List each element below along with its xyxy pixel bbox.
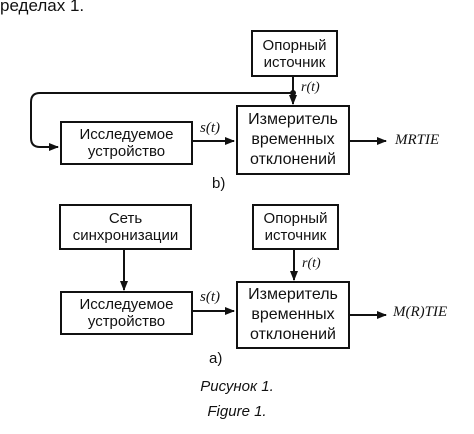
- a-signal-s-label: s(t): [200, 289, 220, 305]
- b-reference-source-box: Опорный источник: [251, 30, 338, 77]
- b-time-deviation-meter-box: Измеритель временных отклонений: [236, 105, 350, 175]
- a-signal-r-label: r(t): [302, 256, 321, 271]
- caption-english: Figure 1.: [207, 403, 267, 420]
- a-reference-source-line-2: источник: [264, 227, 327, 244]
- b-device-line-2: устройство: [87, 143, 166, 160]
- b-junction-dot: [290, 90, 296, 96]
- a-diagram-label: a): [209, 350, 223, 367]
- b-meter-line-3: отклонений: [250, 151, 336, 168]
- b-signal-r-label: r(t): [301, 80, 320, 95]
- b-device-line-1: Исследуемое: [79, 126, 174, 143]
- b-output-mrtie-label: MRTIE: [395, 132, 440, 148]
- a-reference-source-box: Опорный источник: [252, 204, 339, 250]
- a-sync-network-line-2: синхронизации: [72, 227, 179, 244]
- b-reference-source-line-1: Опорный: [262, 36, 327, 54]
- a-meter-line-3: отклонений: [250, 326, 336, 343]
- a-device-line-2: устройство: [87, 313, 166, 330]
- a-device-line-1: Исследуемое: [79, 296, 174, 313]
- a-sync-network-line-1: Сеть: [108, 210, 143, 227]
- a-sync-network-box: Сеть синхронизации: [59, 204, 192, 250]
- caption-russian: Рисунок 1.: [200, 378, 274, 395]
- header-text: ределах 1.: [0, 0, 85, 15]
- a-meter-line-1: Измеритель: [248, 286, 338, 303]
- b-reference-source-line-2: источник: [263, 53, 326, 71]
- b-meter-line-1: Измеритель: [248, 111, 338, 128]
- a-time-deviation-meter-box: Измеритель временных отклонений: [236, 281, 350, 349]
- b-device-under-test-box: Исследуемое устройство: [60, 121, 193, 165]
- a-output-mrtie-label: M(R)TIE: [393, 304, 448, 320]
- a-meter-line-2: временных: [251, 306, 335, 323]
- b-meter-line-2: временных: [251, 131, 335, 148]
- b-signal-s-label: s(t): [200, 120, 220, 136]
- b-diagram-label: b): [212, 175, 226, 192]
- a-reference-source-line-1: Опорный: [263, 210, 328, 227]
- b-feedback-loop-line: [30, 92, 293, 151]
- a-device-under-test-box: Исследуемое устройство: [60, 291, 193, 335]
